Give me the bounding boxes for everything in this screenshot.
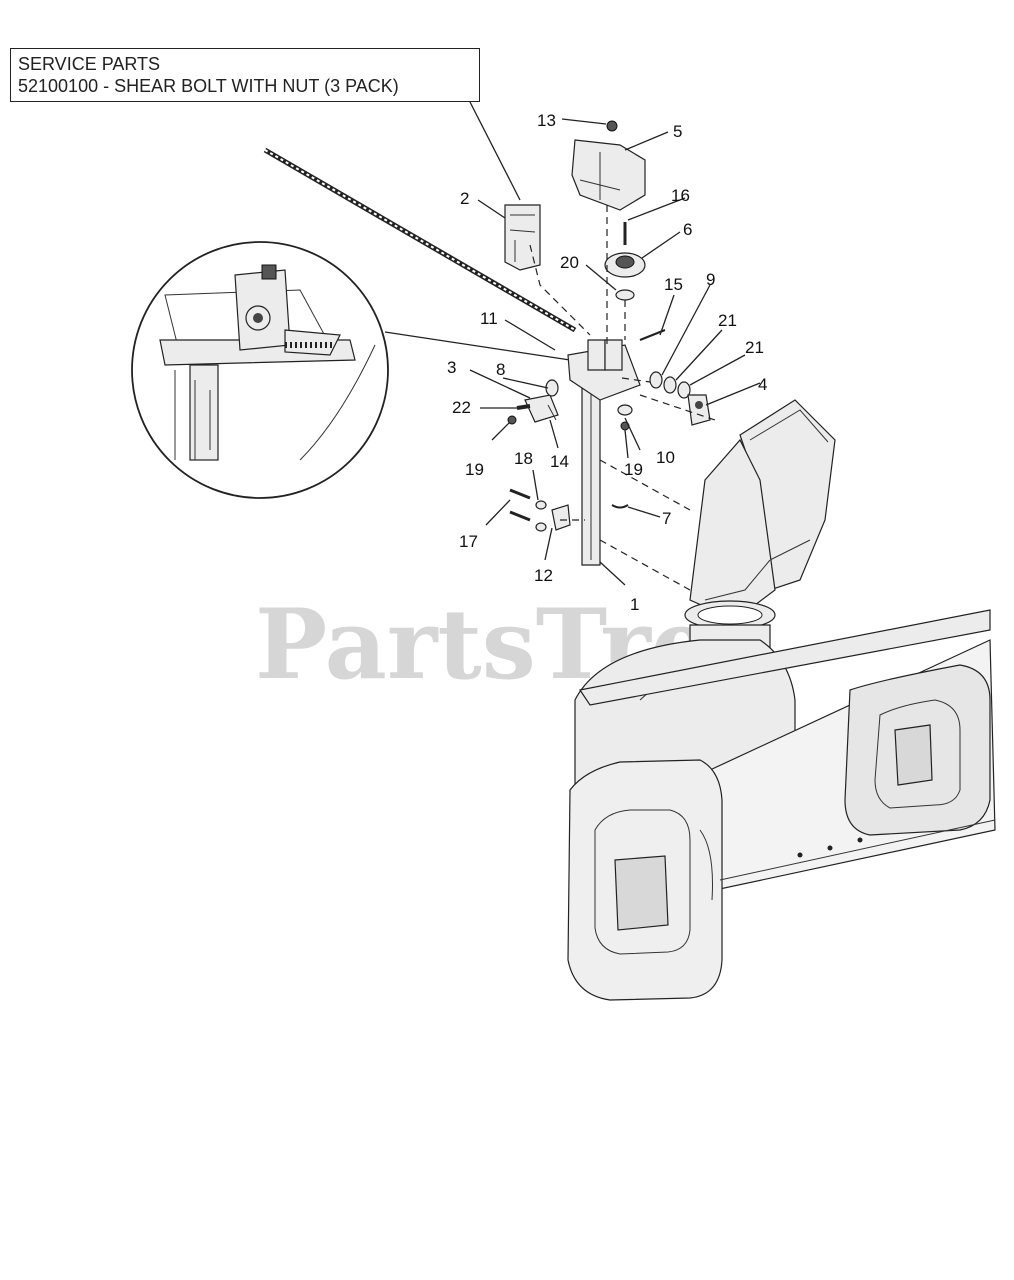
callout-16: 16 <box>671 186 690 205</box>
callout-15: 15 <box>664 275 683 294</box>
callout-14: 14 <box>550 452 569 471</box>
callout-9: 9 <box>706 270 715 289</box>
part-13-screw <box>606 120 618 132</box>
callout-8: 8 <box>496 360 505 379</box>
callout-13: 13 <box>537 111 556 130</box>
part-3-bracket <box>524 394 559 423</box>
part-2-bracket <box>504 204 541 271</box>
callout-10: 10 <box>656 448 675 467</box>
part-1-mount-bar <box>567 339 641 566</box>
callout-18: 18 <box>514 449 533 468</box>
part-7-spring <box>611 504 629 509</box>
service-box-leader <box>469 101 521 201</box>
callout-leaders <box>469 118 761 586</box>
part-4-clip <box>687 394 711 426</box>
control-rod <box>263 147 577 333</box>
part-9-bushing <box>649 371 663 389</box>
callout-21-upper: 21 <box>718 311 737 330</box>
part-10-washer <box>617 404 633 416</box>
part-6-gear <box>604 252 646 278</box>
callout-21-lower: 21 <box>745 338 764 357</box>
auger-housing <box>567 609 996 1001</box>
part-22-bolt <box>516 404 531 410</box>
part-21-ring-a <box>663 376 677 394</box>
detail-magnified-view <box>131 241 571 499</box>
callout-4: 4 <box>758 375 767 394</box>
part-18-washers <box>535 500 547 532</box>
detail-leader-line <box>384 331 571 361</box>
callout-19-left: 19 <box>465 460 484 479</box>
callout-5: 5 <box>673 122 682 141</box>
callout-11: 11 <box>480 309 498 328</box>
service-parts-heading: SERVICE PARTS <box>18 54 161 74</box>
callout-20: 20 <box>560 253 579 272</box>
part-17-bolts <box>509 488 531 522</box>
callout-3: 3 <box>447 358 456 377</box>
service-parts-shear-bolt: 52100100 - SHEAR BOLT WITH NUT (3 PACK) <box>18 76 399 96</box>
part-14-spring <box>547 404 557 421</box>
part-20-washer <box>615 289 635 301</box>
callout-19-right: 19 <box>624 460 643 479</box>
part-5-cover <box>571 139 646 211</box>
service-parts-box: SERVICE PARTS 52100100 - SHEAR BOLT WITH… <box>10 48 480 102</box>
part-21-ring-b <box>677 381 691 399</box>
part-12-plate <box>551 504 571 531</box>
callout-12: 12 <box>534 566 553 585</box>
callout-2: 2 <box>460 189 469 208</box>
callout-numbers: 13 5 2 16 6 20 15 9 21 21 4 11 3 8 22 19… <box>447 111 767 614</box>
callout-22: 22 <box>452 398 471 417</box>
callout-6: 6 <box>683 220 692 239</box>
assembly-dashed-lines <box>529 205 716 591</box>
callout-1: 1 <box>630 595 639 614</box>
callout-17: 17 <box>459 532 478 551</box>
discharge-chute <box>684 399 836 671</box>
callout-7: 7 <box>662 509 671 528</box>
